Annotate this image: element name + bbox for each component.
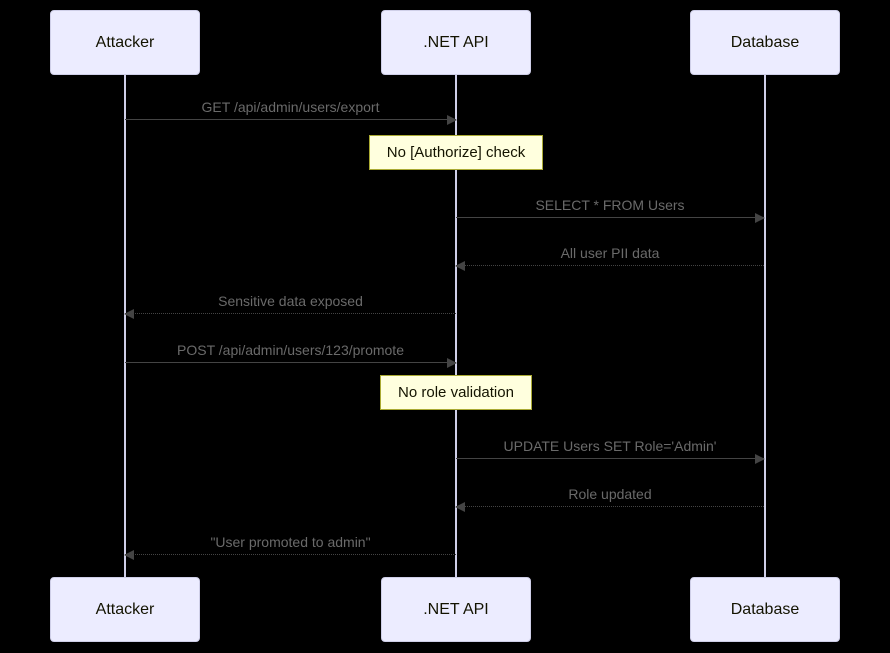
note-no-role-validation: No role validation	[380, 375, 532, 410]
message-line	[456, 458, 764, 459]
participant-database-bottom[interactable]: Database	[690, 577, 840, 642]
participant-label: .NET API	[423, 600, 489, 618]
message-label: All user PII data	[560, 245, 660, 261]
message-line	[456, 265, 764, 266]
message-all-user-pii-data: All user PII data	[455, 238, 764, 271]
message-label: "User promoted to admin"	[210, 534, 371, 550]
note-label: No [Authorize] check	[386, 144, 526, 161]
participant-label: .NET API	[423, 33, 489, 51]
message-label: UPDATE Users SET Role='Admin'	[503, 438, 717, 454]
message-post-promote-user: POST /api/admin/users/123/promote	[125, 335, 457, 368]
message-select-from-users: SELECT * FROM Users	[456, 190, 765, 223]
participant-label: Attacker	[95, 600, 155, 618]
message-role-updated: Role updated	[455, 479, 764, 512]
note-no-authorize-check: No [Authorize] check	[369, 135, 543, 170]
arrowhead-right-icon	[755, 454, 765, 464]
message-label: Sensitive data exposed	[218, 293, 363, 309]
message-label: POST /api/admin/users/123/promote	[177, 342, 404, 358]
message-label: GET /api/admin/users/export	[201, 99, 380, 115]
arrowhead-left-icon	[124, 309, 134, 319]
arrowhead-right-icon	[755, 213, 765, 223]
message-sensitive-data-exposed: Sensitive data exposed	[124, 286, 456, 319]
message-label: SELECT * FROM Users	[535, 197, 685, 213]
message-line	[125, 313, 456, 314]
participant-label: Database	[730, 600, 800, 618]
participant-attacker-top[interactable]: Attacker	[50, 10, 200, 75]
lifeline-database	[764, 75, 766, 577]
arrowhead-right-icon	[447, 358, 457, 368]
participant-api-bottom[interactable]: .NET API	[381, 577, 531, 642]
message-update-user-role: UPDATE Users SET Role='Admin'	[456, 431, 765, 464]
message-user-promoted-to-admin: "User promoted to admin"	[124, 527, 456, 560]
participant-label: Attacker	[95, 33, 155, 51]
arrowhead-right-icon	[447, 115, 457, 125]
message-label: Role updated	[568, 486, 652, 502]
message-line	[456, 217, 764, 218]
lifeline-attacker	[124, 75, 126, 577]
participant-database-top[interactable]: Database	[690, 10, 840, 75]
message-line	[125, 554, 456, 555]
participant-api-top[interactable]: .NET API	[381, 10, 531, 75]
arrowhead-left-icon	[455, 261, 465, 271]
participant-attacker-bottom[interactable]: Attacker	[50, 577, 200, 642]
message-line	[125, 362, 456, 363]
note-label: No role validation	[398, 384, 514, 401]
message-get-users-export: GET /api/admin/users/export	[125, 92, 457, 125]
participant-label: Database	[730, 33, 800, 51]
message-line	[125, 119, 456, 120]
lifeline-api	[455, 75, 457, 577]
arrowhead-left-icon	[455, 502, 465, 512]
arrowhead-left-icon	[124, 550, 134, 560]
message-line	[456, 506, 764, 507]
